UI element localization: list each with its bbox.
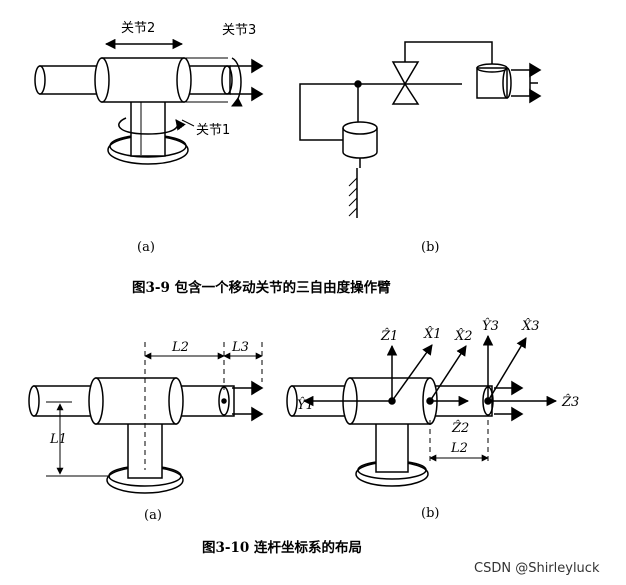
axis-X2: X̂2 <box>454 328 473 344</box>
axis-Y1: Ŷ1 <box>297 397 314 413</box>
dim-L1: L1 <box>49 432 67 447</box>
fig10-caption: 图3-10 连杆坐标系的布局 <box>202 539 362 556</box>
axis-Z1: Ẑ1 <box>380 328 398 344</box>
fig9-sub-a: (a) <box>137 240 155 255</box>
fig9-sub-b: (b) <box>421 240 439 255</box>
axis-X3: X̂3 <box>521 318 540 334</box>
fig10b-frames-diagram <box>286 334 558 487</box>
fig10-sub-b: (b) <box>421 506 439 521</box>
axis-Z3: Ẑ3 <box>561 394 579 410</box>
dim-L3: L3 <box>231 340 249 355</box>
fig9a-arm-diagram <box>34 38 264 165</box>
watermark: CSDN @Shirleyluck <box>474 561 600 576</box>
joint1-label: 关节1 <box>196 123 230 138</box>
fig10-sub-a: (a) <box>144 508 162 523</box>
joint3-label: 关节3 <box>222 23 256 38</box>
axis-Z2: Ẑ2 <box>451 420 469 436</box>
dim-L2-a: L2 <box>171 340 189 355</box>
dim-L2-b: L2 <box>450 441 468 456</box>
axis-Y3: Ŷ3 <box>482 318 499 334</box>
fig9-caption: 图3-9 包含一个移动关节的三自由度操作臂 <box>132 279 391 296</box>
axis-X1: X̂1 <box>423 326 442 342</box>
joint2-label: 关节2 <box>121 21 155 36</box>
fig9b-schematic <box>299 41 542 218</box>
fig10a-arm-diagram <box>28 342 264 494</box>
